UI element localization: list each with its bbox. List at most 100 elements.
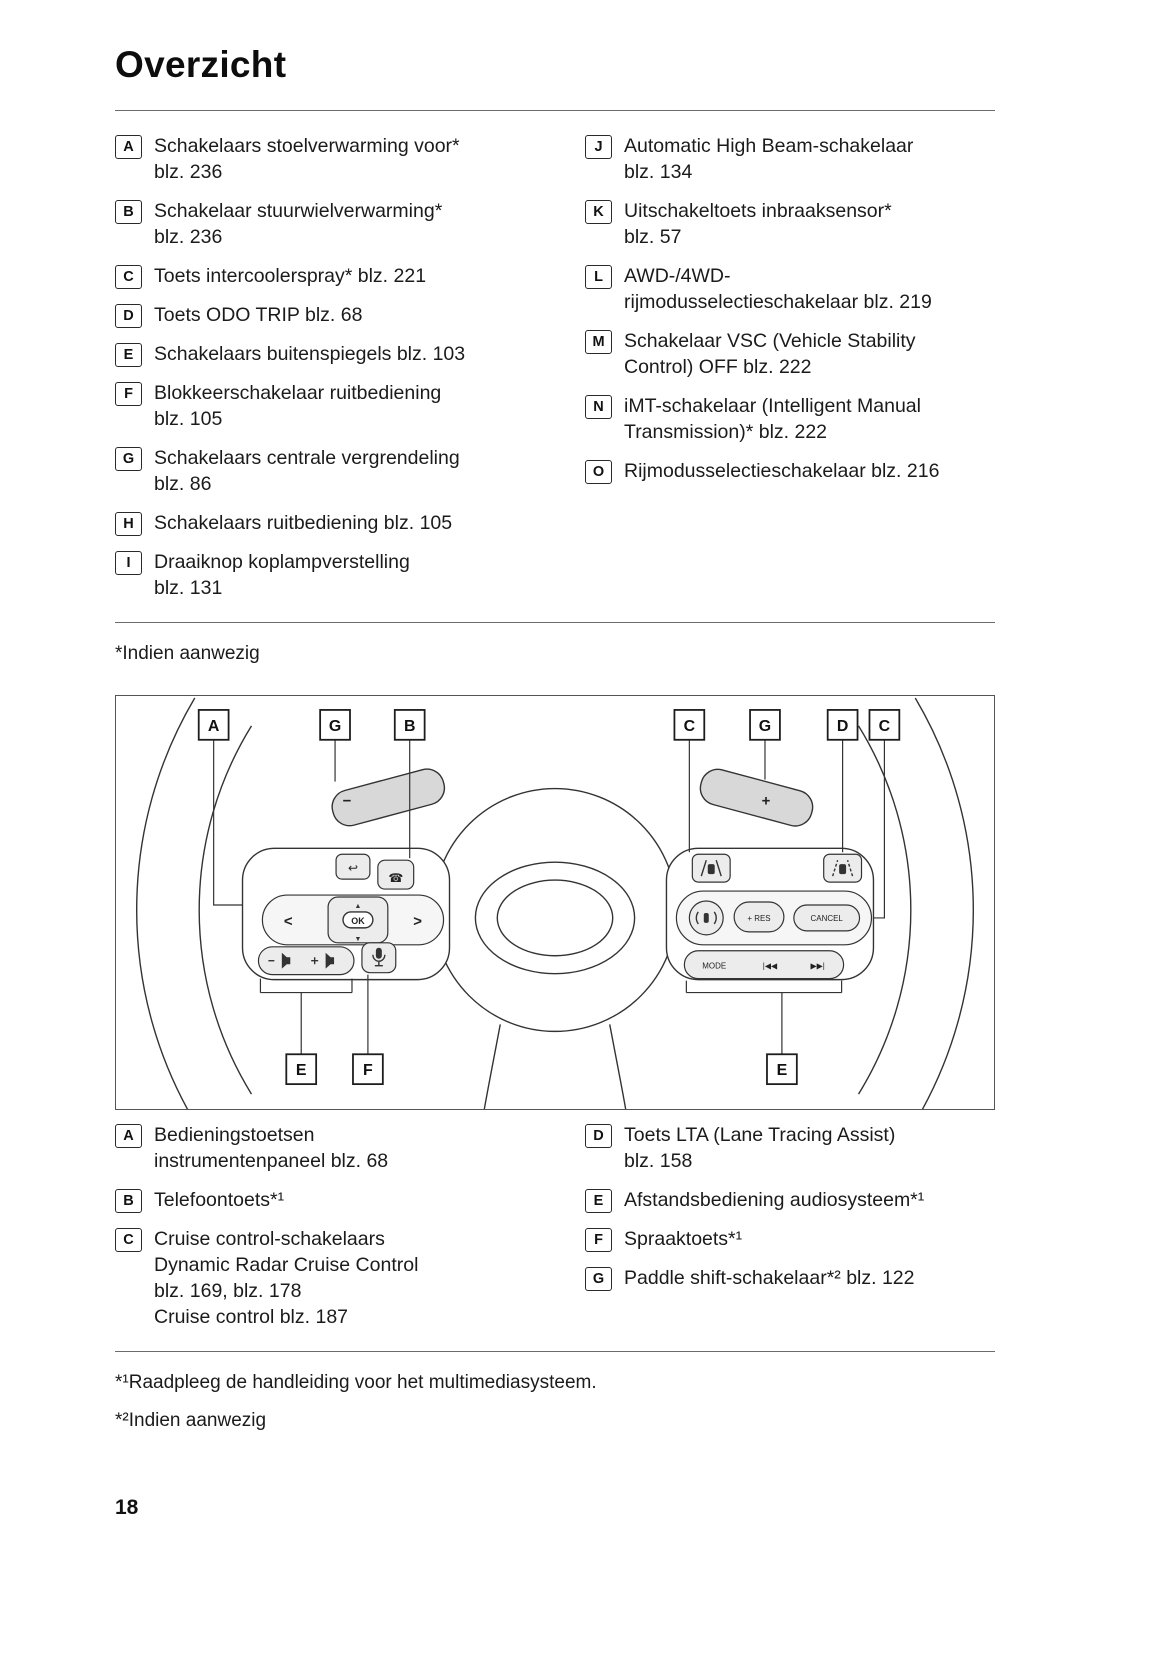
item-key-badge: C [115,1228,142,1252]
item-key-badge: N [585,395,612,419]
item-text: Spraaktoets*¹ [624,1228,743,1250]
microphone-icon [372,947,386,967]
item-key-badge: C [115,265,142,289]
list-item-B: B Schakelaar stuurwielverwarming*blz. 236 [115,198,585,250]
instrument-panel-buttons: ↩ ☎ < > ▲ OK ▼ [261,853,445,946]
cancel-button [793,904,861,932]
item-text: Schakelaars stoelverwarming voor*blz. 23… [154,135,460,183]
up-arrow-icon: ▲ [355,903,362,910]
horn-pad-outer [474,861,636,975]
paddle-shifter-right: + [699,768,814,827]
paddle-shifter-left: − [331,768,446,827]
list-item-H: H Schakelaars ruitbediening blz. 105 [115,510,585,536]
page-number: 18 [115,1496,139,1519]
callout-F: F [352,1053,384,1086]
svg-text:A: A [208,718,220,735]
item-key-badge: I [115,551,142,575]
mode-button: MODE [702,962,726,971]
paddle-minus-label: − [343,792,352,809]
paddle-plus-label: + [762,792,771,809]
rim-outer-right [914,697,974,1109]
svg-text:E: E [777,1062,788,1079]
volume-down-icon [268,952,291,969]
voice-button [361,942,397,974]
item-key-badge: H [115,512,142,536]
footnote-1: *¹Raadpleeg de handleiding voor het mult… [115,1372,597,1393]
res-label: + RES [747,914,770,923]
down-arrow-icon: ▼ [355,936,362,943]
footnote-2: *²Indien aanwezig [115,1410,267,1431]
item-key-badge: M [585,330,612,354]
item-text: Schakelaars buitenspiegels blz. 103 [154,343,466,365]
switch-list-top: A Schakelaars stoelverwarming voor*blz. 2… [115,111,995,622]
volume-up-icon [311,952,335,969]
lane-departure-icon [700,859,722,877]
item-key-badge: K [585,200,612,224]
list-item-F: F Spraaktoets*¹ [585,1226,995,1252]
svg-text:E: E [296,1062,307,1079]
list-item-A: A Schakelaars stoelverwarming voor*blz. 2… [115,133,585,185]
callout-G-right: G [749,709,781,741]
callout-E-left: E [285,1053,318,1086]
figure-callouts: A G B C G D C E F E [197,709,901,1086]
horn-pad-inner [496,879,614,957]
item-key-badge: A [115,135,142,159]
item-text: Schakelaars ruitbediening blz. 105 [154,512,453,534]
item-key-badge: F [115,382,142,406]
rim-outer-left [136,697,196,1109]
switch-list-bottom-right-column: D Toets LTA (Lane Tracing Assist)blz. 158… [585,1122,995,1343]
item-text: Schakelaar stuurwielverwarming*blz. 236 [154,200,443,248]
lda-icon [695,911,717,925]
callout-leader-lines [213,739,886,1055]
lane-assist-buttons [691,853,863,883]
divider-middle [115,622,995,623]
ok-button [342,911,374,929]
wheel-rim [136,697,974,1109]
volume-buttons [257,946,355,976]
item-text: Telefoontoets*¹ [154,1189,285,1211]
svg-text:B: B [404,718,416,735]
item-key-badge: E [115,343,142,367]
return-icon: ↩ [348,861,358,875]
callout-C-left: C [673,709,706,741]
prev-track-button: |◀◀ [763,962,778,971]
rim-inner-left [198,725,253,1095]
cruise-control-cluster: + RES CANCEL [675,890,873,946]
item-key-badge: D [585,1124,612,1148]
wheel-hub [432,787,678,1033]
arrow-right-button: > [413,913,422,930]
item-text: Paddle shift-schakelaar*² blz. 122 [624,1267,915,1289]
list-item-D: D Toets LTA (Lane Tracing Assist)blz. 158 [585,1122,995,1174]
next-track-button: ▶▶| [811,962,825,971]
cancel-label: CANCEL [811,914,844,923]
item-text: Rijmodusselectieschakelaar blz. 216 [624,460,940,482]
svg-text:G: G [759,718,771,735]
svg-text:C: C [684,718,696,735]
lane-tracing-icon [831,859,854,877]
item-key-badge: F [585,1228,612,1252]
item-key-badge: B [115,200,142,224]
svg-text:G: G [329,718,341,735]
item-key-badge: E [585,1189,612,1213]
return-button [335,853,371,880]
item-text: Toets LTA (Lane Tracing Assist)blz. 158 [624,1124,896,1172]
phone-button [377,859,415,890]
callout-G-left: G [319,709,351,741]
